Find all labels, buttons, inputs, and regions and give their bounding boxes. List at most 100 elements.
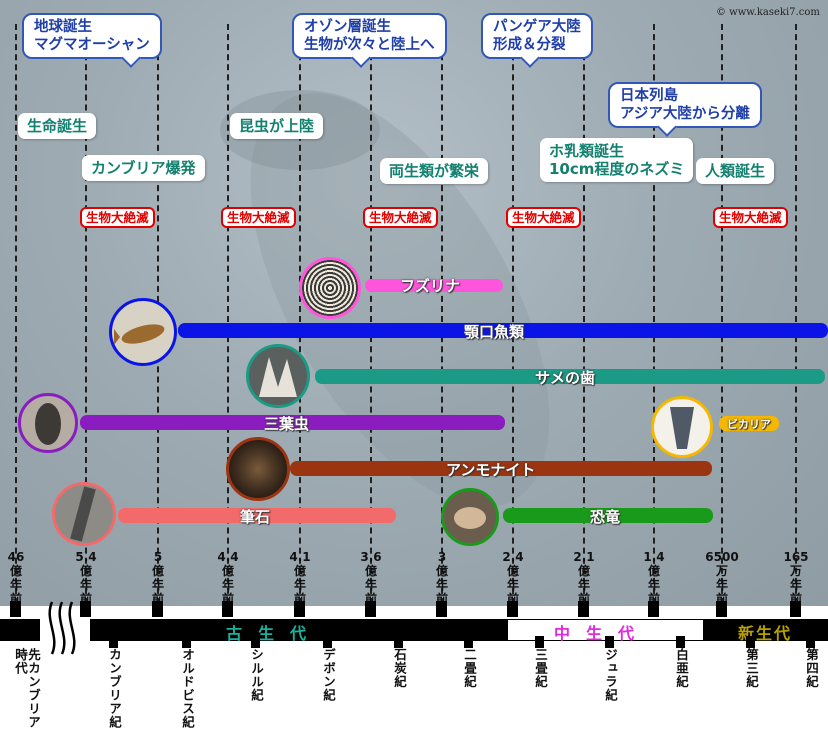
era-mesozoic: 中生代: [554, 624, 651, 643]
timeline-dashed-line: [15, 24, 17, 604]
callout-japan: 日本列島 アジア大陸から分離: [608, 82, 762, 137]
vicarya-shell-icon: [670, 407, 694, 449]
age-unit-char: 年: [789, 578, 802, 592]
timeline-dashed-line: [583, 24, 585, 604]
timeline-dashed-line: [85, 24, 87, 604]
period-tick: [806, 636, 815, 648]
timeline-tick: [10, 601, 21, 617]
timeline-tick: [578, 601, 589, 617]
dinosaur-label: 恐竜: [590, 508, 621, 526]
event-insects-land: 昆虫が上陸: [230, 113, 324, 139]
age-unit-char: 年: [647, 578, 660, 592]
fusulina-photo: [299, 257, 361, 319]
vicarya-range-bar: [719, 416, 779, 431]
period-name: 三畳紀: [533, 648, 548, 689]
time-break-icon: [48, 601, 76, 655]
graptolite-photo: [52, 482, 116, 546]
callout-ozone-text: オゾン層誕生 生物が次々と陸上へ: [304, 19, 435, 53]
shark-tooth-photo: [246, 344, 310, 408]
timeline-tick: [294, 601, 305, 617]
dinosaur-fossil-icon: [454, 507, 486, 529]
age-unit-char: 年: [435, 578, 448, 592]
age-unit-char: 年: [364, 578, 377, 592]
mass-extinction-2: 生物大絶滅: [221, 207, 296, 228]
period-name: オルドビス紀: [180, 648, 195, 729]
period-tick: [394, 636, 403, 648]
timeline-tick: [790, 601, 801, 617]
age-unit-char: 年: [221, 578, 234, 592]
trilobite-photo: [18, 393, 78, 453]
timeline-dashed-line: [721, 24, 723, 604]
agnatha-label: 顎口魚類: [464, 323, 525, 341]
fusulina-label: フズリナ: [400, 277, 461, 295]
age-number: 3: [437, 550, 447, 564]
graptolite-range-bar: [118, 508, 396, 523]
ammonite-range-bar: [290, 461, 712, 476]
age-number: 46: [7, 550, 25, 564]
period-tick: [182, 636, 191, 648]
age-unit-char: 年: [293, 578, 306, 592]
age-unit-char: 億: [435, 564, 448, 578]
callout-earth-birth: 地球誕生 マグマオーシャン: [22, 13, 162, 68]
age-number: 2.4: [502, 550, 524, 564]
era-paleozoic: 古生代: [226, 624, 323, 643]
period-name: デボン紀: [321, 648, 336, 702]
event-humans: 人類誕生: [696, 158, 775, 184]
tooth-icon: [259, 357, 297, 397]
dinosaur-photo: [441, 488, 499, 546]
age-unit-char: 年: [715, 578, 728, 592]
period-tick: [676, 636, 685, 648]
callout-pangaea: パンゲア大陸 形成＆分裂: [481, 13, 593, 68]
age-number: 3.6: [360, 550, 382, 564]
event-cambrian-explosion: カンブリア爆発: [82, 155, 205, 181]
period-name: 先カンブリア時代: [13, 648, 41, 729]
mass-extinction-3: 生物大絶滅: [363, 207, 438, 228]
age-unit-char: 億: [364, 564, 377, 578]
timeline-dashed-line: [370, 24, 372, 604]
period-name: 石炭紀: [392, 648, 407, 689]
period-tick: [464, 636, 473, 648]
timeline-tick: [648, 601, 659, 617]
agnatha-fossil-photo: [109, 298, 177, 366]
age-unit-char: 万: [789, 564, 802, 578]
period-tick: [323, 636, 332, 648]
vicarya-label: ビカリア: [727, 418, 771, 431]
timeline-tick: [365, 601, 376, 617]
callout-pangaea-text: パンゲア大陸 形成＆分裂: [493, 19, 581, 53]
period-name: 二畳紀: [462, 648, 477, 689]
timeline-dashed-line: [512, 24, 514, 604]
shark-teeth-label: サメの歯: [535, 369, 596, 387]
timeline-dashed-line: [653, 24, 655, 604]
timeline-tick: [222, 601, 233, 617]
mass-extinction-5: 生物大絶滅: [713, 207, 788, 228]
callout-ozone: オゾン層誕生 生物が次々と陸上へ: [292, 13, 447, 68]
period-name: カンブリア紀: [107, 648, 122, 729]
dinosaur-range-bar: [503, 508, 713, 523]
period-tick: [605, 636, 614, 648]
age-unit-char: 億: [221, 564, 234, 578]
timeline-dashed-line: [299, 24, 301, 604]
copyright: © www.kaseki7.com: [716, 7, 820, 18]
period-name: ジュラ紀: [603, 648, 618, 702]
age-unit-char: 億: [506, 564, 519, 578]
age-unit-char: 億: [151, 564, 164, 578]
period-name: シルル紀: [249, 648, 264, 702]
callout-japan-text: 日本列島 アジア大陸から分離: [620, 88, 750, 122]
timeline-tick: [507, 601, 518, 617]
graptolite-icon: [70, 486, 96, 542]
age-unit-char: 年: [79, 578, 92, 592]
age-unit-char: 万: [715, 564, 728, 578]
mass-extinction-1: 生物大絶滅: [80, 207, 155, 228]
vicarya-photo: [651, 396, 713, 458]
timeline-dashed-line: [441, 24, 443, 604]
